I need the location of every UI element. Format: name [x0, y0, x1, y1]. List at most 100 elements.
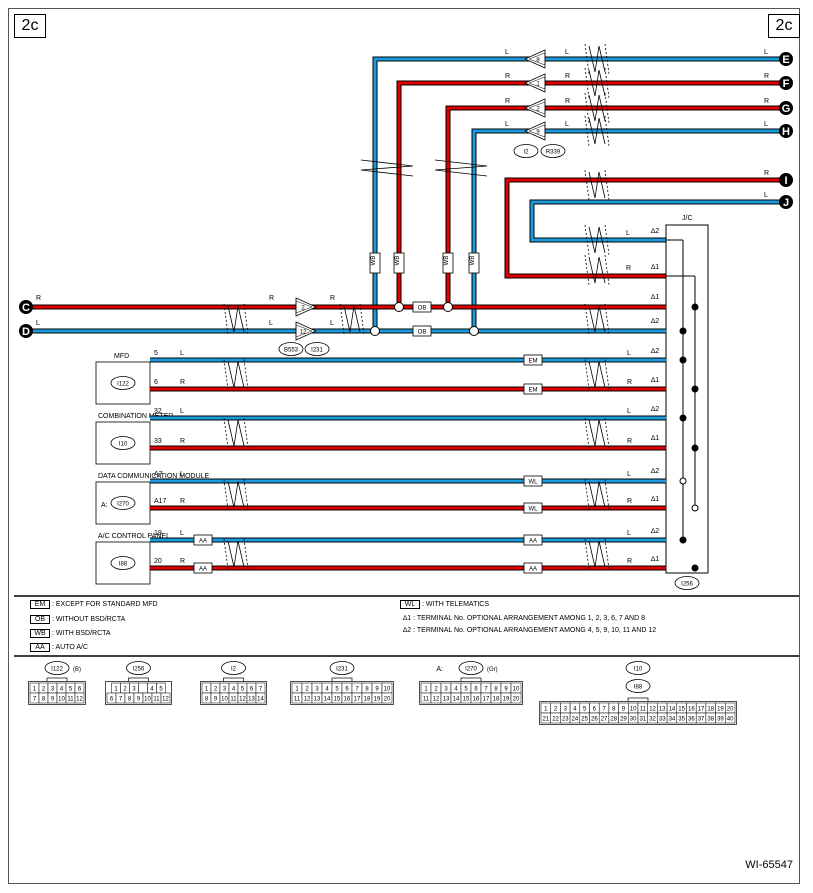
- jc-node-module-2-l: [679, 477, 687, 485]
- wire-color-E-b: L: [565, 49, 569, 56]
- face-5-pin-38: 38: [707, 717, 714, 723]
- jc-node-module-0-r: [691, 385, 699, 393]
- face-5-pin-19: 19: [717, 707, 724, 713]
- break-module-3-b: [588, 540, 606, 568]
- face-1-pin-cell: [138, 682, 148, 694]
- face-2-pin-8: 8: [205, 697, 209, 703]
- module-title-0: MFD: [114, 353, 129, 360]
- connector-G-dot: [779, 101, 793, 115]
- face-3-pin-cell: [381, 692, 393, 704]
- face-5-pin-9: 9: [622, 707, 626, 713]
- break-IJ: [588, 171, 606, 199]
- code-em-0-l: EM: [529, 359, 538, 365]
- code-ob-2-box: [412, 325, 432, 337]
- conn-label-i231-oval: [304, 342, 330, 356]
- break-top-F: [588, 69, 606, 97]
- wire-F: [397, 81, 785, 307]
- face-prefix-4: A:: [436, 666, 443, 673]
- face-1-pin-1: 1: [114, 687, 118, 693]
- splice-4: [469, 326, 479, 336]
- jc-node-C: [691, 303, 699, 311]
- face-5-pin-35: 35: [678, 717, 685, 723]
- break-module-1-b-dash: [584, 417, 590, 449]
- face-1-pin-6: 6: [110, 697, 114, 703]
- face-name-0-oval: [44, 661, 70, 675]
- face-2-pin-3: 3: [223, 687, 227, 693]
- face-5-pin-11: 11: [640, 707, 647, 713]
- face-1-pin-10: 10: [144, 697, 151, 703]
- face-3-pin-19: 19: [374, 697, 381, 703]
- module-conn-0-oval: [110, 376, 136, 390]
- conn-label-r339: R339: [546, 150, 561, 156]
- break-top-G: [588, 94, 606, 122]
- code-wl-2-r: WL: [529, 507, 539, 513]
- module-title-1: COMBINATION METER: [98, 413, 173, 420]
- break-CD-3: [588, 305, 606, 333]
- legend-wl: WL: WITH TELEMATICS: [400, 600, 489, 609]
- connector-H: H: [782, 126, 790, 138]
- module-jc-color-r-3: R: [627, 558, 632, 565]
- break-IJ-dash: [584, 169, 590, 201]
- face-name-1: I256: [133, 667, 145, 673]
- face-1-pin-7: 7: [119, 697, 123, 703]
- face-4-pin-10: 10: [513, 687, 520, 693]
- jc-term-5: ∆1: [651, 377, 659, 384]
- code-wl-2-l: WL: [529, 480, 539, 486]
- terminal-D-inner: [295, 324, 313, 338]
- face-1-pin-4: 4: [150, 687, 154, 693]
- break-CD-2-dash: [359, 303, 365, 335]
- terminal-E-shape: [524, 49, 546, 69]
- terminal-D: 12: [300, 330, 307, 336]
- wire-color-F-c: R: [764, 73, 769, 80]
- terminal-E-inner: [528, 52, 546, 66]
- code-wb-0-box: [369, 252, 381, 274]
- face-4-pin-5: 5: [464, 687, 468, 693]
- jc-term-1: ∆1: [651, 264, 659, 271]
- break-CD-2-dash: [339, 303, 345, 335]
- face-5-pin-29: 29: [620, 717, 627, 723]
- face-4-pin-20: 20: [513, 697, 520, 703]
- face-0-pin-11: 11: [67, 697, 74, 703]
- face-1-pin-cell: [160, 692, 171, 704]
- break-module-2-a-dash: [223, 479, 229, 510]
- wire-color-F-b: R: [565, 73, 570, 80]
- jc-node-module-1-l: [679, 414, 687, 422]
- wire-I: [505, 178, 785, 278]
- face-3-pin-2: 2: [305, 687, 309, 693]
- face-0-pin-3: 3: [51, 687, 55, 693]
- face-4-pin-7: 7: [484, 687, 488, 693]
- face-0-pin-12: 12: [76, 697, 83, 703]
- code-aa-3-l-box: [523, 534, 543, 546]
- connector-F: F: [783, 78, 790, 90]
- connector-J-dot: [779, 195, 793, 209]
- face-5-pin-39: 39: [717, 717, 724, 723]
- face-3-pin-18: 18: [364, 697, 371, 703]
- break-module-1-b: [588, 419, 606, 447]
- face-name-5: I10: [634, 667, 643, 673]
- face-3-pin-16: 16: [344, 697, 351, 703]
- face-1-pin-5: 5: [159, 687, 163, 693]
- module-jc-color-l-1: L: [627, 408, 631, 415]
- legend-em: EM: EXCEPT FOR STANDARD MFD: [30, 600, 158, 609]
- page-ref-left: 2c: [14, 14, 46, 38]
- face-4-pin-17: 17: [483, 697, 490, 703]
- face-2-pin-11: 11: [230, 697, 237, 703]
- break-module-0-a: [227, 361, 245, 388]
- face-5-pin-cell: [725, 712, 736, 724]
- legend-wb: WB: WITH BSD/RCTA: [30, 629, 111, 638]
- face-5-pin-36: 36: [688, 717, 695, 723]
- connector-G: G: [782, 103, 791, 115]
- face-4-pin-13: 13: [443, 697, 450, 703]
- face-1-pin-12: 12: [162, 697, 169, 703]
- code-em-0-l-box: [523, 354, 543, 366]
- connector-I: I: [784, 175, 787, 187]
- jc-connector-label-oval: [674, 576, 700, 590]
- face-5-pin-28: 28: [610, 717, 617, 723]
- connector-D: D: [22, 326, 30, 338]
- face-2-pin-7: 7: [259, 687, 263, 693]
- module-title-3: A/C CONTROL PANEL: [98, 533, 170, 540]
- face-2-pin-14: 14: [257, 697, 264, 703]
- jc-node-D: [679, 327, 687, 335]
- module-conn-prefix-2: A:: [101, 502, 108, 509]
